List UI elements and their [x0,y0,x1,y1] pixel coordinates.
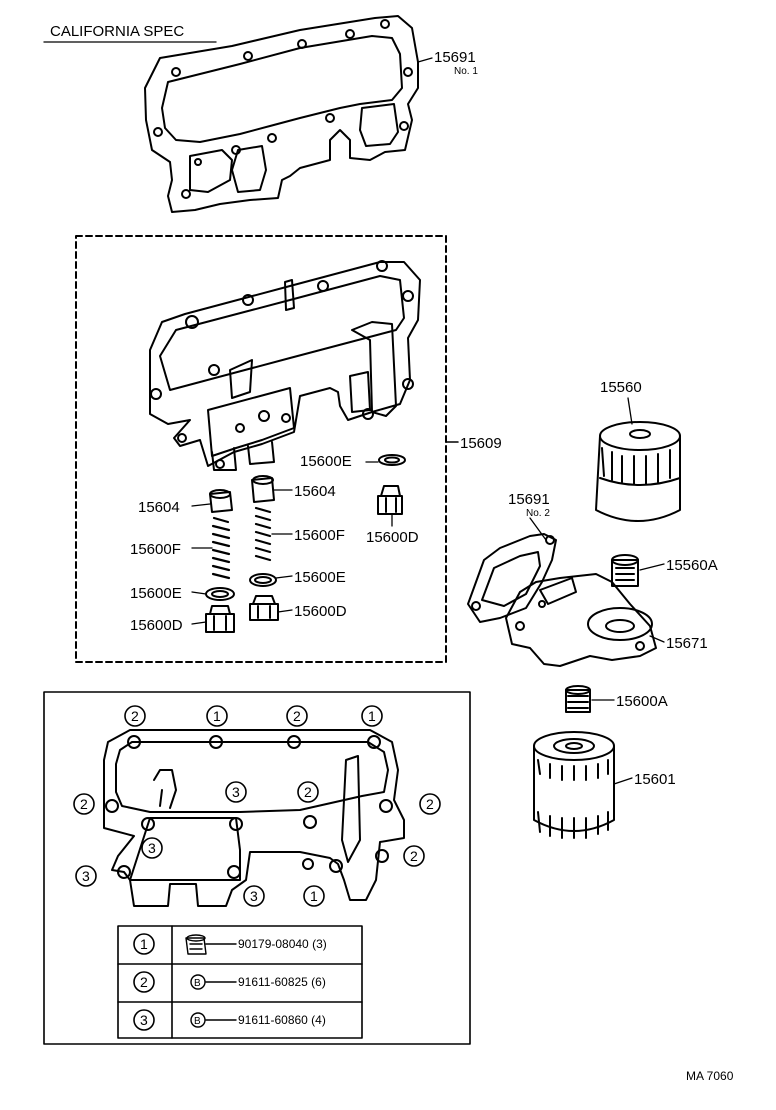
label-valve-right: 15604 [294,483,336,500]
callout-3: 3 [232,784,240,800]
bolt-symbol: B [194,1016,201,1027]
callout-circles [73,705,441,1031]
top-gasket-plug [377,454,406,515]
callout-2: 2 [131,708,139,724]
callout-1: 1 [310,888,318,904]
bolt-location-box [43,691,471,1045]
label-bracket: 15671 [666,635,708,652]
bracket-drawing [505,573,657,667]
label-valve-left: 15604 [138,499,180,516]
bolt-location-gasket [103,729,405,907]
label-spring-left: 15600F [130,541,181,558]
bolt-symbol: B [194,978,201,989]
callout-2: 2 [293,708,301,724]
right-valve-stack [249,475,279,621]
diagram-text: CALIFORNIA SPEC 15691 No. 1 15609 15560 … [50,23,734,1083]
label-spring-right: 15600F [294,527,345,544]
table-mark-2: 2 [140,974,148,990]
label-gasket-e-left: 15600E [130,585,182,602]
footer-code: MA 7060 [686,1069,734,1083]
label-union-a-bottom: 15600A [616,693,668,710]
oil-cooler-drawing [149,260,421,471]
callout-2: 2 [80,796,88,812]
label-gasket-e-top: 15600E [300,453,352,470]
label-plug-d-left: 15600D [130,617,183,634]
label-gasket-no2-sub: No. 2 [526,508,550,519]
union-15560a-drawing [611,554,639,587]
assembly-dashed-box [75,235,447,663]
label-filter-upper: 15560 [600,379,642,396]
bolt-table-icons [185,934,237,1028]
table-part-1: 90179-08040 (3) [238,937,327,951]
label-plug-d-top: 15600D [366,529,419,546]
table-part-2: 91611-60825 (6) [238,975,326,989]
table-mark-3: 3 [140,1012,148,1028]
callout-3: 3 [82,868,90,884]
callout-2: 2 [410,848,418,864]
bolt-table-grid [117,925,363,1039]
page-title: CALIFORNIA SPEC [50,23,184,40]
callout-3: 3 [250,888,258,904]
oil-filter-upper-drawing [595,421,681,522]
table-part-3: 91611-60860 (4) [238,1013,326,1027]
label-gasket-no1: 15691 [434,49,476,66]
gasket-no1-drawing [144,15,419,213]
union-15600a-drawing [565,685,591,713]
label-plug-d-right: 15600D [294,603,347,620]
callout-1: 1 [213,708,221,724]
label-union-a-top: 15560A [666,557,718,574]
label-cooler-assy: 15609 [460,435,502,452]
label-gasket-no1-sub: No. 1 [454,66,478,77]
label-gasket-e-right: 15600E [294,569,346,586]
left-valve-stack [205,489,235,633]
label-gasket-no2: 15691 [508,491,550,508]
oil-filter-lower-drawing [533,731,615,839]
callout-2: 2 [304,784,312,800]
callout-1: 1 [368,708,376,724]
label-filter-lower: 15601 [634,771,676,788]
leader-lines [43,41,665,785]
callout-2: 2 [426,796,434,812]
table-mark-1: 1 [140,936,148,952]
callout-3: 3 [148,840,156,856]
